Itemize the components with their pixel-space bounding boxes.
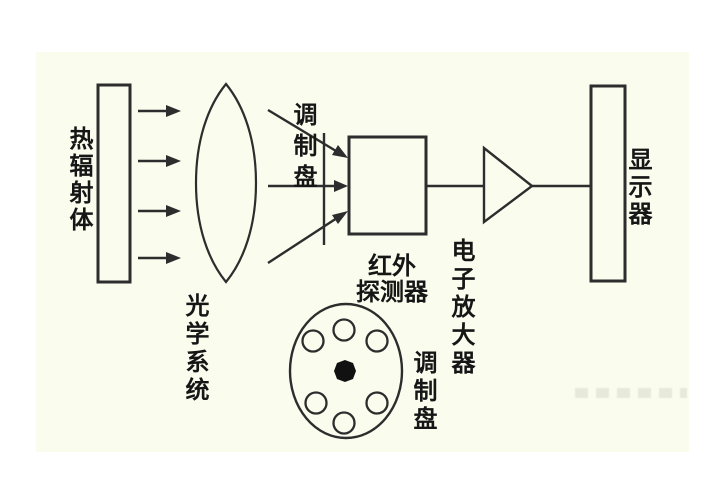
radiation-arrowhead — [166, 105, 181, 117]
chopper-hub-dot — [334, 360, 356, 382]
ir-detector-label-line2: 探测器 — [356, 278, 428, 306]
ir-detector-label: 红外 探测器 — [332, 253, 452, 305]
thermal-radiator-label: 热辐射体 — [69, 125, 94, 234]
chopper-disc-beam-label: 调制盘 — [293, 101, 318, 191]
amplifier-triangle — [482, 145, 534, 225]
display-unit-label: 显示器 — [628, 146, 653, 228]
chopper-hole — [365, 329, 389, 353]
ir-detector-box — [347, 135, 428, 236]
focused-rays — [267, 108, 348, 265]
chopper-hole — [365, 391, 389, 415]
chopper-disc-wheel-label: 调制盘 — [413, 349, 438, 433]
chopper-hole — [332, 411, 356, 435]
ray-middle-arrowhead — [334, 180, 348, 192]
ray-top — [267, 108, 337, 153]
chopper-wheel — [288, 302, 404, 440]
radiation-arrowhead — [166, 252, 181, 264]
ray-top-arrowhead — [332, 145, 348, 158]
radiation-arrowhead — [166, 155, 181, 167]
ir-detector-label-line1: 红外 — [368, 252, 416, 280]
thermal-radiator-rect — [96, 83, 132, 284]
chopper-hole — [301, 329, 325, 353]
electronic-amplifier-label: 电子放大器 — [451, 237, 476, 377]
chopper-hole — [304, 391, 328, 415]
lens-shape — [194, 82, 258, 284]
ray-bottom-arrowhead — [332, 211, 348, 224]
ray-bottom — [267, 216, 338, 265]
diagram-panel — [36, 52, 689, 452]
watermark — [575, 388, 687, 398]
radiation-arrowhead — [166, 205, 181, 217]
radiation-arrows — [138, 105, 181, 264]
display-box — [589, 84, 627, 283]
optical-system-label: 光学系统 — [185, 292, 210, 404]
chopper-wheel-rim — [288, 302, 404, 440]
chopper-hole — [332, 318, 356, 342]
